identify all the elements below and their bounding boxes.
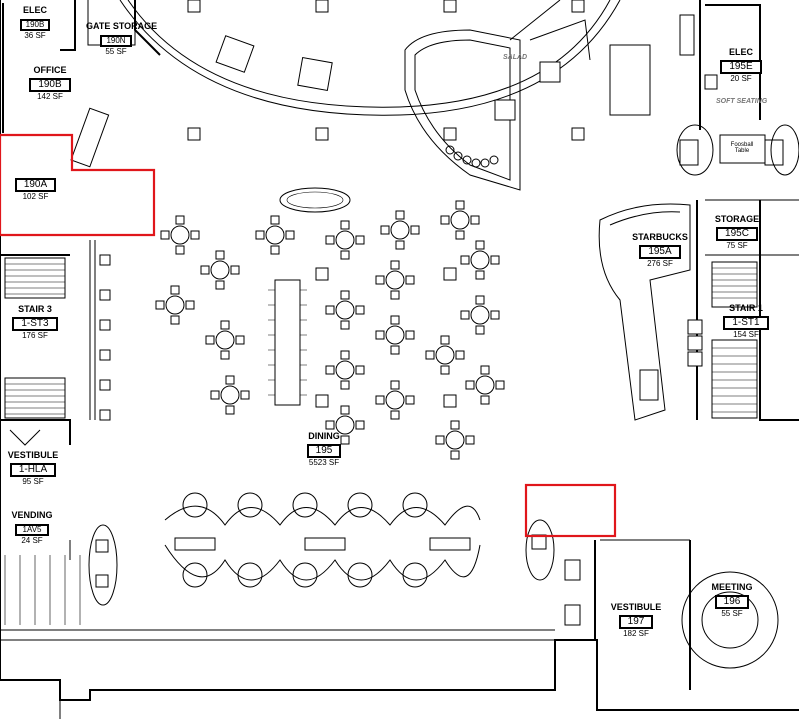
columns [187,0,585,408]
room-dining: DINING 195 5523 SF [306,431,342,467]
round-table [325,290,365,330]
round-table [255,215,295,255]
round-table [435,420,475,460]
room-meeting: MEETING 196 55 SF [711,582,753,618]
room-vestibule-west: VESTIBULE 1-HLA 95 SF [7,450,59,486]
round-table [325,350,365,390]
room-gate-storage: GATE STORAGE 190N 55 SF [86,21,158,56]
room-190a: 190A 102 SF [8,175,63,201]
note-soft-seating: SOFT SEATING [716,98,768,105]
note-salad: SALAD [503,54,528,61]
round-table [205,320,245,360]
buffet-stations [70,35,651,168]
round-table [375,380,415,420]
round-table [425,335,465,375]
room-elec-190b: ELEC 190B 36 SF [12,6,58,40]
room-vestibule-197: VESTIBULE 197 182 SF [610,602,662,638]
highlight-190a [0,133,156,237]
highlight-area-right [524,483,617,538]
room-stair-3: STAIR 3 1-ST3 176 SF [6,305,64,340]
stair-3-treads [4,257,66,419]
round-table [375,315,415,355]
room-starbucks: STARBUCKS 195A 276 SF [632,232,688,268]
curved-serving-area [119,0,621,191]
round-table [325,405,365,445]
room-stair-1: STAIR 1 1-ST1 154 SF [718,304,774,339]
east-fixtures [525,14,799,669]
room-vending: VENDING 1AV5 24 SF [11,510,53,545]
round-table [160,215,200,255]
round-table [200,250,240,290]
round-table [380,210,420,250]
starbucks-counter [598,203,703,421]
long-communal-table [268,187,351,406]
round-table [465,365,505,405]
booth-seating [164,492,481,588]
round-table [460,295,500,335]
round-table [440,200,480,240]
round-table [325,220,365,260]
stair-1-treads [711,261,758,419]
round-table [375,260,415,300]
west-fixtures [4,254,118,625]
note-foosball-table: Foosball Table [730,142,754,154]
dining-tables [155,200,505,460]
round-table [155,285,195,325]
round-table [210,375,250,415]
round-table [460,240,500,280]
room-office: OFFICE 190B 142 SF [20,66,80,101]
highlights [0,133,617,538]
room-storage: STORAGE 195C 75 SF [714,214,760,250]
room-elec-195e: ELEC 195E 20 SF [712,48,770,83]
